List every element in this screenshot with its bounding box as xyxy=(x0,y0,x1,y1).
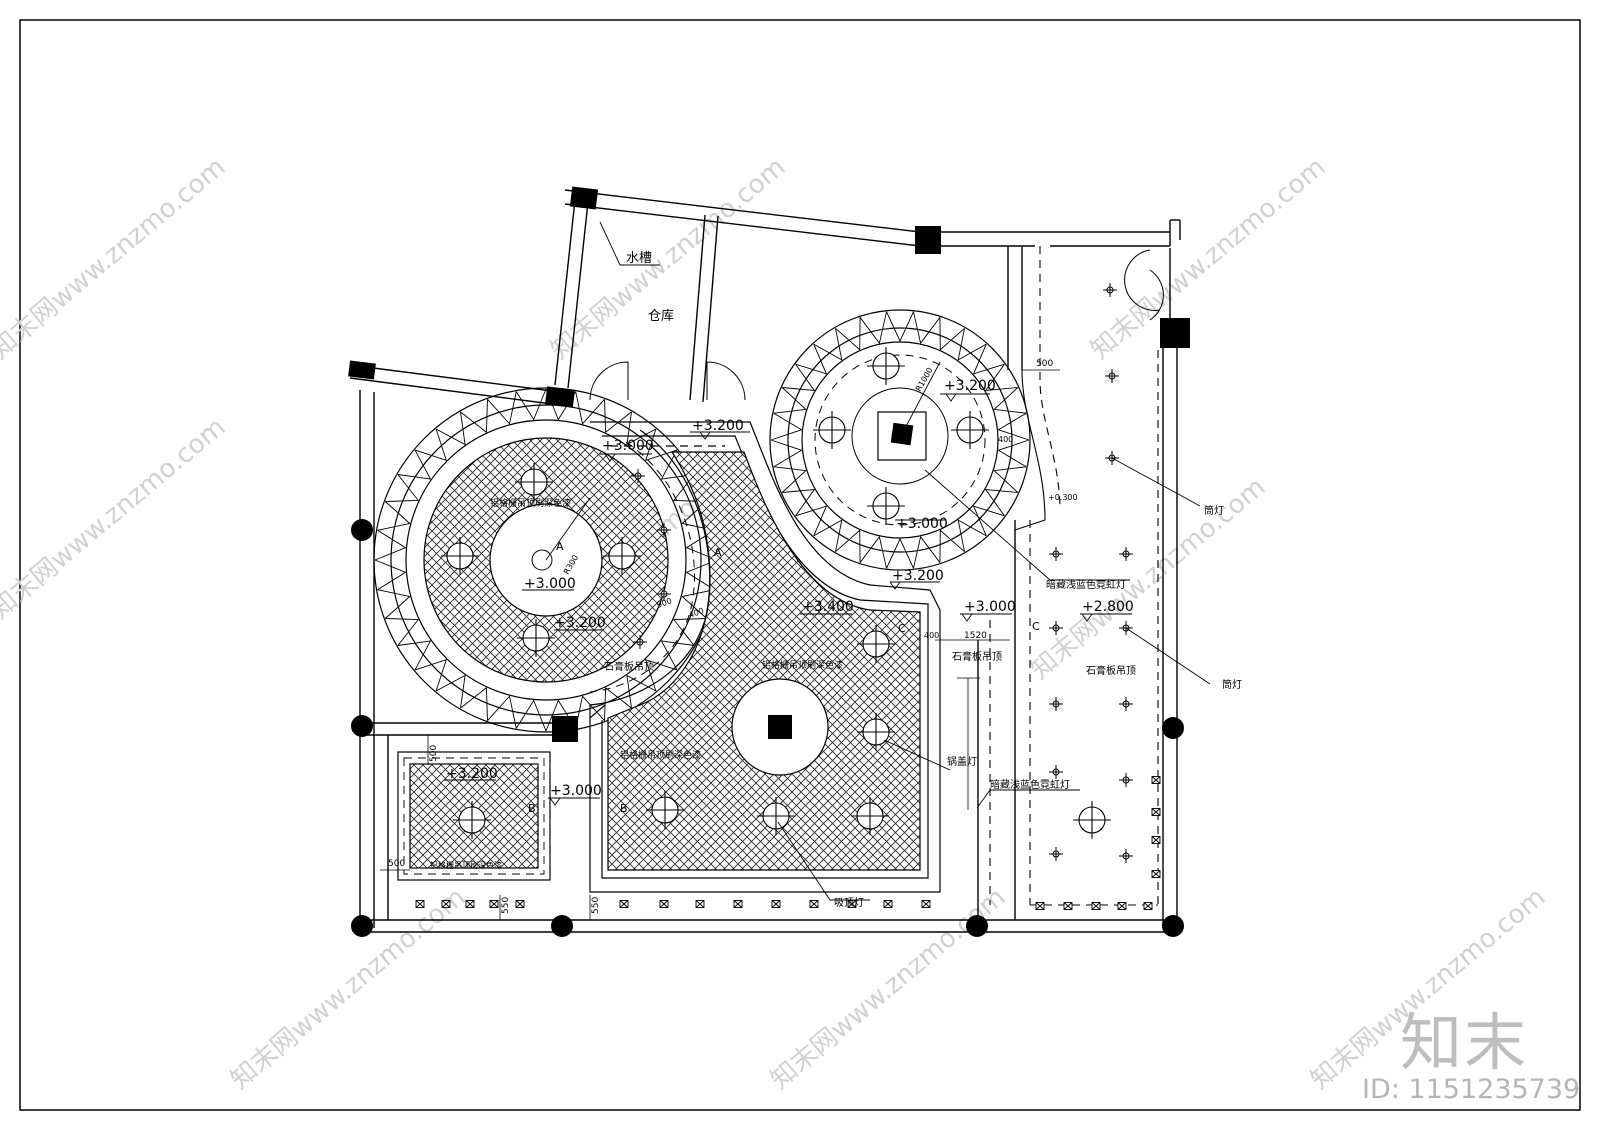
circle-lights xyxy=(441,347,1111,839)
section-mark: A xyxy=(714,546,722,559)
small-light-box-cross xyxy=(441,900,451,908)
small-light-box-cross xyxy=(1151,808,1161,816)
watermark-text: 知末网www.znzmo.com xyxy=(225,882,471,1095)
small-light-box-cross xyxy=(1143,902,1153,910)
small-light-box-cross xyxy=(465,900,475,908)
small-light-box-cross xyxy=(1151,870,1161,878)
small-light-box-cross xyxy=(809,900,819,908)
watermark-text: 知末网www.znzmo.com xyxy=(0,412,231,625)
elevation-label: +3.000 xyxy=(896,516,948,532)
watermark-text: 知末网www.znzmo.com xyxy=(1025,472,1271,685)
leader-lines xyxy=(545,221,1211,901)
hatch-label: 铝格栅吊顶刷深色漆 xyxy=(490,497,571,509)
sheet-border xyxy=(19,19,1581,1111)
left-center-light xyxy=(531,549,553,571)
dimension-label: 400 xyxy=(688,606,705,620)
small-light-box-cross xyxy=(1151,836,1161,844)
small-light-box-cross xyxy=(1035,902,1045,910)
section-mark: C xyxy=(898,622,906,635)
small-light-box-cross xyxy=(415,900,425,908)
elevation-label: +3.200 xyxy=(554,615,606,631)
dimension-label: 500 xyxy=(1036,359,1053,369)
brand-logo: 知末 xyxy=(1400,1006,1529,1079)
watermark-text: 知末网www.znzmo.com xyxy=(1085,152,1331,365)
wall-columns xyxy=(348,186,1190,937)
small-light-box-cross xyxy=(1117,902,1127,910)
section-mark: A xyxy=(556,540,564,553)
small-light-box-cross xyxy=(733,900,743,908)
section-mark: B xyxy=(620,802,628,815)
small-boxes xyxy=(415,776,1161,910)
drawing-texts: 仓库 水槽 +3.200 +3.000 +3.200 +3.000 +3.000… xyxy=(388,251,1242,914)
center-square-light xyxy=(768,715,792,739)
right-truss-ring xyxy=(770,311,1030,569)
elevation-label: +3.000 xyxy=(602,438,654,454)
small-room-outline xyxy=(397,751,551,881)
fixture-label: 锅盖灯 xyxy=(947,755,977,768)
elevation-label: +3.200 xyxy=(892,568,944,584)
center-hatched-area xyxy=(607,451,921,871)
small-light-box-cross xyxy=(921,900,931,908)
small-light-box-cross xyxy=(847,900,857,908)
downlights xyxy=(631,283,1133,863)
fixture-label: 筒灯 xyxy=(1204,504,1224,517)
small-light-box-cross xyxy=(1151,776,1161,784)
elevation-label: +3.000 xyxy=(524,576,576,592)
dimension-label: 1520 xyxy=(964,631,987,641)
left-truss-ring xyxy=(374,388,718,732)
walls xyxy=(349,189,1181,933)
hatch-label: 铝格栅吊顶刷深色漆 xyxy=(762,659,843,671)
hatch-label: 铝格栅吊顶刷深色漆 xyxy=(430,860,502,870)
elevation-label: +3.000 xyxy=(964,599,1016,615)
small-light-box-cross xyxy=(619,900,629,908)
dimension-label: 550 xyxy=(591,897,601,914)
elevation-label: +2.800 xyxy=(1082,599,1134,615)
small-light-box-cross xyxy=(1091,902,1101,910)
small-light-box-cross xyxy=(515,900,525,908)
watermark-text: 知末网www.znzmo.com xyxy=(0,152,231,365)
dimension-label: 550 xyxy=(501,897,511,914)
section-mark: C xyxy=(1032,620,1040,633)
dimension-label: 400 xyxy=(998,435,1013,444)
dimension-label: 400 xyxy=(924,631,939,640)
small-light-box-cross xyxy=(1063,902,1073,910)
small-light-box-cross xyxy=(771,900,781,908)
dimension-lines xyxy=(380,369,1060,920)
hatch-label: 铝格栅吊顶刷深色漆 xyxy=(620,749,701,761)
elevation-markers xyxy=(444,393,1132,806)
fixture-label: 暗藏浅蓝色霓虹灯 xyxy=(990,778,1070,791)
ceiling-label: 石膏板吊顶 xyxy=(1086,664,1136,677)
elevation-label: +3.200 xyxy=(692,418,744,434)
doors xyxy=(589,249,1164,401)
small-light-box-cross xyxy=(883,900,893,908)
fixture-label: 筒灯 xyxy=(1222,678,1242,691)
elevation-label: +3.000 xyxy=(550,783,602,799)
watermark-text: 知末网www.znzmo.com xyxy=(765,882,1011,1095)
fixture-label: 暗藏浅蓝色霓虹灯 xyxy=(1046,578,1126,591)
fixture-label: 吸顶灯 xyxy=(834,897,864,909)
dimension-label: 500 xyxy=(429,745,439,762)
dimension-label: R1000 xyxy=(914,366,935,393)
small-light-box-cross xyxy=(695,900,705,908)
brand-id: ID: 1151235739 xyxy=(1362,1074,1581,1105)
room-label-storage: 仓库 xyxy=(648,308,674,324)
ceiling-label: 石膏板吊顶 xyxy=(952,650,1002,663)
room-label-sink: 水槽 xyxy=(626,251,652,266)
ceiling-label: 石膏板吊顶 xyxy=(604,660,654,673)
truss-pattern xyxy=(374,388,718,732)
elevation-label: +3.200 xyxy=(446,766,498,782)
elevation-label: +0.300 xyxy=(1048,493,1078,502)
elevation-label: +3.200 xyxy=(944,378,996,394)
section-mark: B xyxy=(528,802,536,815)
small-light-box-cross xyxy=(659,900,669,908)
elevation-label: +3.400 xyxy=(802,599,854,615)
dimension-label: 500 xyxy=(388,859,405,869)
small-light-box-cross xyxy=(489,900,499,908)
truss-pattern xyxy=(770,311,1030,569)
